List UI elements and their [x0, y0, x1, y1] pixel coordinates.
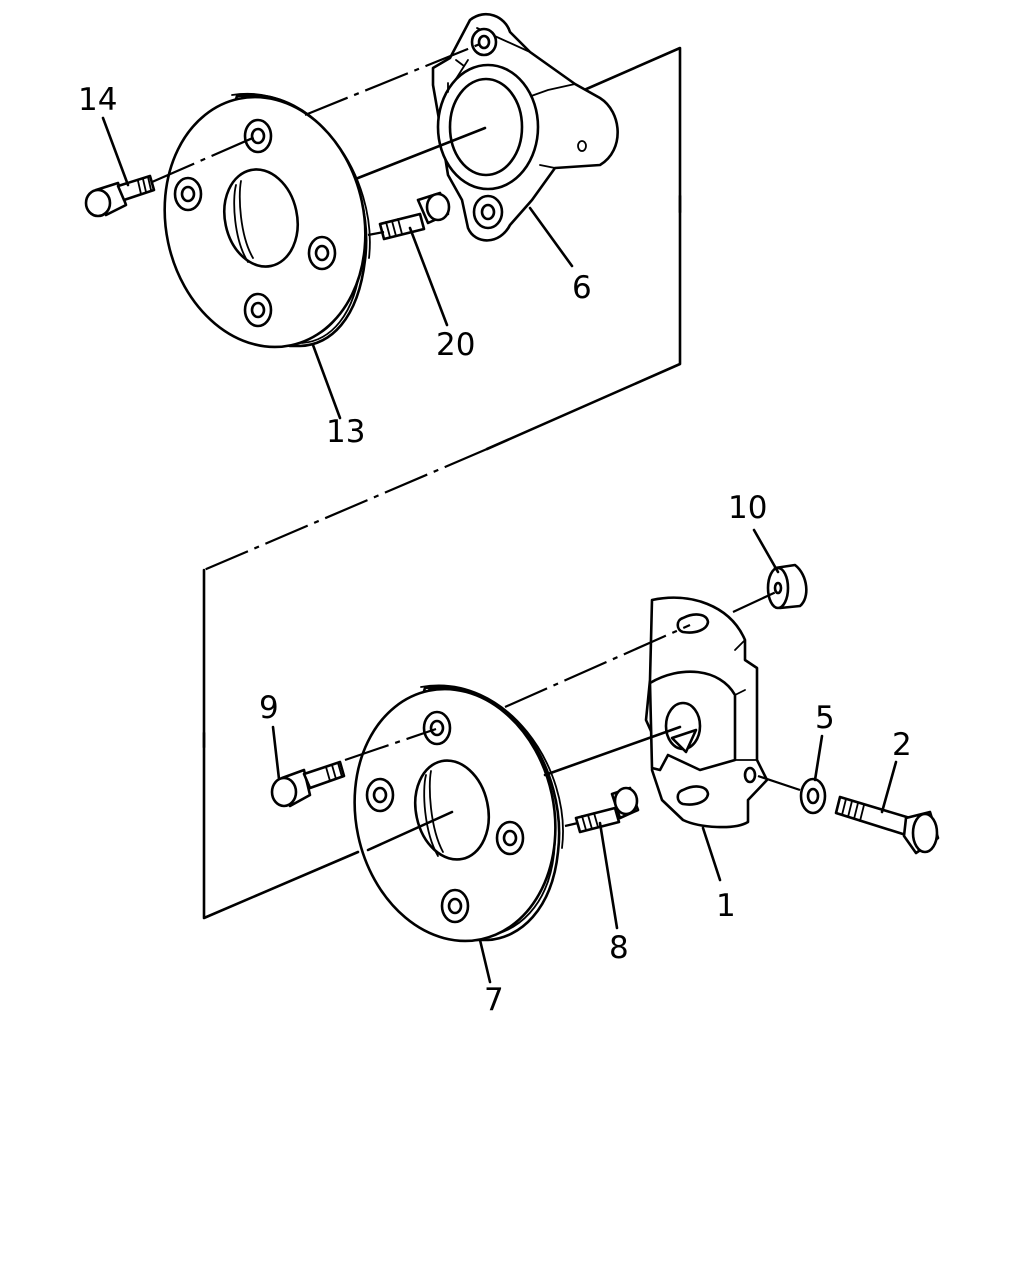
centerline-13-to-6-bore: [356, 126, 487, 180]
callout-9: 9: [259, 690, 279, 726]
leader-20: [408, 226, 449, 327]
leader-7: [478, 938, 492, 984]
centerline-20-to-13: [367, 230, 385, 237]
leader-10: [752, 528, 780, 574]
assembly-boundary-frame-lower: [202, 568, 360, 920]
callout-6: 6: [572, 270, 592, 306]
leader-6-top: [453, 59, 469, 83]
part-7-coupling-disc: [353, 684, 564, 943]
centerline-7-to-1-top: [504, 623, 691, 709]
leader-1: [701, 826, 722, 882]
part-10-spacer: [766, 563, 808, 610]
leader-8: [598, 821, 619, 930]
assembly-boundary-dashed-edge: [203, 447, 488, 572]
callout-13: 13: [326, 414, 365, 450]
centerline-7-center: [366, 810, 454, 852]
callout-8: 8: [609, 930, 629, 966]
leader-2: [880, 760, 898, 814]
part-8-bolt: [574, 786, 640, 834]
centerline-14-to-13: [151, 135, 256, 184]
centerline-13-to-6-top: [304, 42, 481, 117]
centerline-7-to-1-bore: [543, 725, 682, 777]
callout-10: 10: [728, 490, 767, 526]
leader-9: [271, 725, 281, 781]
centerline-9-to-7: [344, 727, 437, 762]
part-13-coupling-disc: [163, 92, 371, 349]
callout-5: 5: [815, 700, 835, 736]
leader-13: [311, 343, 342, 420]
centerline-5-to-1: [757, 774, 801, 792]
part-5-washer: [799, 777, 827, 815]
callout-2: 2: [892, 727, 912, 763]
part-14-bolt: [84, 174, 156, 218]
part-6-flange-bracket: [431, 13, 619, 242]
part-20-bolt: [378, 191, 451, 241]
callout-20: 20: [436, 327, 475, 363]
part-9-bolt: [270, 760, 346, 808]
callout-1: 1: [716, 888, 736, 924]
leader-5: [813, 734, 824, 782]
centerline-8-to-7: [564, 821, 579, 828]
callout-14: 14: [78, 82, 117, 118]
part-1-clamp-hub: [644, 596, 769, 829]
callout-7: 7: [484, 982, 504, 1018]
leader-14: [101, 116, 130, 187]
leader-6: [528, 206, 574, 268]
centerline-10-to-1: [732, 591, 777, 613]
part-2-bolt: [834, 795, 940, 855]
